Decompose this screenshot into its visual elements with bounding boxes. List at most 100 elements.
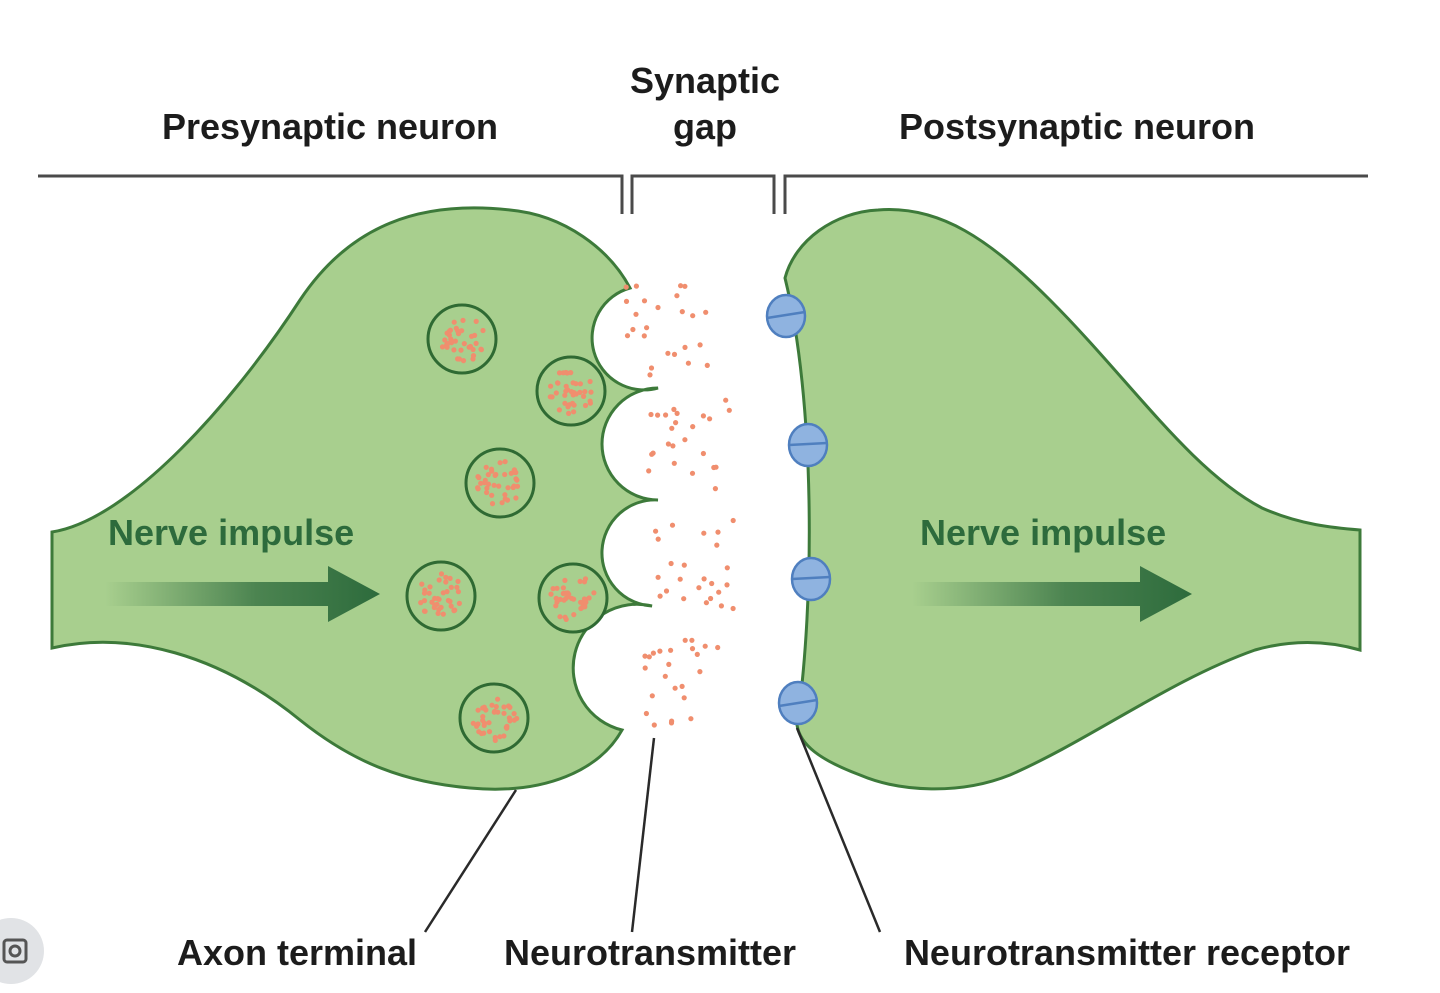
neurotransmitter-dot xyxy=(577,381,584,387)
neurotransmitter-dot xyxy=(556,370,563,376)
synaptic-gap-bracket xyxy=(630,174,776,214)
neurotransmitter-dot xyxy=(671,406,677,412)
neurotransmitter-dot xyxy=(649,693,655,699)
neurotransmitter-dot xyxy=(438,604,444,611)
neurotransmitter-dot xyxy=(642,653,648,659)
neurotransmitter-dot xyxy=(689,637,695,643)
neurotransmitter-dot xyxy=(466,344,472,350)
neurotransmitter-dot xyxy=(715,529,721,535)
neurotransmitter-receptor xyxy=(765,293,807,339)
presynaptic-neuron-shape xyxy=(50,206,659,791)
neurotransmitter-dot xyxy=(470,720,476,726)
neurotransmitter-dot xyxy=(665,350,671,356)
neurotransmitter-dot xyxy=(555,380,561,386)
neurotransmitter-dot xyxy=(554,599,560,605)
neurotransmitter-dot xyxy=(646,468,652,474)
neurotransmitter-dot xyxy=(455,578,461,585)
neurotransmitter-dot xyxy=(647,372,653,378)
neurotransmitter-dot xyxy=(655,536,661,542)
neurotransmitter-dot xyxy=(480,327,486,334)
neurotransmitter-dot xyxy=(577,578,583,585)
neurotransmitter-dot xyxy=(642,665,648,671)
neurotransmitter-dot xyxy=(495,709,501,715)
neurotransmitter-dot xyxy=(641,333,647,339)
neurotransmitter-dot xyxy=(696,585,702,591)
neurotransmitter-dot xyxy=(478,347,484,353)
neurotransmitter-dot xyxy=(514,715,520,722)
neurotransmitter-dot xyxy=(653,528,659,534)
neurotransmitter-receptors xyxy=(765,293,832,726)
neurotransmitter-dot xyxy=(657,648,663,654)
neurotransmitter-dot xyxy=(481,722,487,729)
neurotransmitter-dot xyxy=(587,398,593,404)
neurotransmitter-dot xyxy=(562,614,568,620)
neurotransmitter-dot xyxy=(663,412,669,418)
neurotransmitter-dot xyxy=(563,383,569,389)
neurotransmitter-dot xyxy=(679,683,685,690)
neurotransmitter-receptor-label: Neurotransmitter receptor xyxy=(904,932,1350,973)
neurotransmitter-dot xyxy=(432,595,438,602)
neurotransmitter-dot xyxy=(443,574,449,580)
axon-terminal-leader xyxy=(423,789,518,933)
neurotransmitter-dot xyxy=(476,729,482,735)
receptor-leader xyxy=(795,727,882,933)
neurotransmitter-dot xyxy=(451,319,457,325)
neurotransmitter-dot xyxy=(484,485,490,491)
neurotransmitter-dot xyxy=(715,644,721,651)
neurotransmitter-dot xyxy=(422,608,428,614)
neurotransmitter-dot xyxy=(679,309,685,315)
neurotransmitter-dot xyxy=(502,471,508,478)
neurotransmitter-dot xyxy=(563,595,569,602)
neurotransmitter-dot xyxy=(460,317,466,323)
synaptic-vesicle xyxy=(426,303,498,375)
neurotransmitter-dot xyxy=(697,669,703,675)
neurotransmitter-dot xyxy=(470,346,476,353)
neurotransmitter-dot xyxy=(566,410,572,416)
neurotransmitter-dot xyxy=(421,590,428,596)
neurotransmitter-dot xyxy=(513,495,519,501)
neurotransmitter-dot xyxy=(511,711,517,717)
neurotransmitter-dot xyxy=(557,614,563,620)
neurotransmitter-dot xyxy=(440,611,446,617)
neurotransmitter-dot xyxy=(443,579,449,585)
neurotransmitter-dot xyxy=(501,710,507,716)
neurotransmitter-dot xyxy=(714,542,720,548)
neurotransmitter-dot xyxy=(650,650,657,656)
neurotransmitter-dot xyxy=(671,460,677,466)
neurotransmitter-dot xyxy=(582,389,588,395)
neurotransmitter-dot xyxy=(427,584,433,590)
neurotransmitter-dot xyxy=(419,581,425,587)
nerve-impulse-arrow-right xyxy=(912,566,1192,622)
neurotransmitter-dot xyxy=(668,720,675,726)
neurotransmitter-dot xyxy=(481,704,487,710)
neurotransmitter-dot xyxy=(681,562,687,568)
neurotransmitter-dot xyxy=(690,313,696,319)
neurotransmitter-dot xyxy=(648,411,654,418)
neurotransmitter-dot xyxy=(459,328,465,334)
neurotransmitter-label: Neurotransmitter xyxy=(504,932,796,973)
neurotransmitter-dot xyxy=(458,347,464,353)
neurotransmitter-dot xyxy=(511,483,517,489)
neurotransmitter-dot xyxy=(455,589,461,595)
neurotransmitter-dot xyxy=(513,476,519,482)
neurotransmitter-dot xyxy=(478,480,484,486)
neurotransmitter-dot xyxy=(707,416,713,422)
neurotransmitter-dot xyxy=(688,716,694,722)
neurotransmitter-dot xyxy=(456,356,462,362)
axon-terminal-label: Axon terminal xyxy=(177,932,417,973)
neurotransmitter-dot xyxy=(493,704,499,710)
neurotransmitter-dot xyxy=(672,685,678,691)
neurotransmitter-dot xyxy=(674,410,680,416)
neurotransmitter-dot xyxy=(701,576,707,582)
nerve-impulse-arrow-left xyxy=(105,566,380,622)
neurotransmitter-dot xyxy=(724,565,730,571)
neurotransmitter-dot xyxy=(448,584,454,590)
neurotransmitter-dot xyxy=(484,489,490,496)
neurotransmitter-dot xyxy=(461,341,467,347)
neurotransmitter-dot xyxy=(563,388,569,394)
neurotransmitter-dot xyxy=(489,492,495,498)
neurotransmitter-dot xyxy=(716,589,722,595)
neurotransmitter-dot xyxy=(475,485,481,491)
neurotransmitter-dot xyxy=(554,585,560,591)
neurotransmitter-dot xyxy=(562,400,568,406)
